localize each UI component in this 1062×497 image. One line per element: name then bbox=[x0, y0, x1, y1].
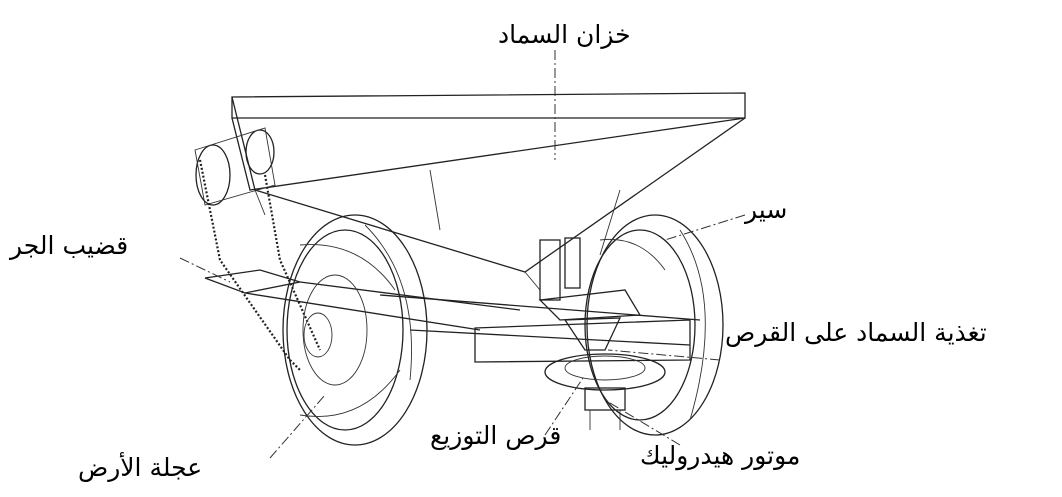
label-ground-wheel: عجلة الأرض bbox=[78, 453, 203, 482]
chain-drive bbox=[194, 127, 322, 371]
feed-mechanism bbox=[538, 237, 666, 430]
leader-lines bbox=[179, 50, 746, 459]
right-wheel bbox=[584, 214, 724, 436]
ground-wheel bbox=[282, 214, 428, 446]
label-drawbar: قضيب الجر bbox=[10, 231, 129, 260]
label-spreading-disc: قرص التوزيع bbox=[430, 421, 562, 450]
label-hopper: خزان السماد bbox=[498, 20, 631, 49]
hopper bbox=[231, 92, 746, 291]
label-hydraulic-motor: موتور هيدروليك bbox=[640, 441, 801, 470]
label-disc-feed: تغذية السماد على القرص bbox=[725, 318, 987, 347]
label-belt: سير bbox=[745, 195, 788, 224]
